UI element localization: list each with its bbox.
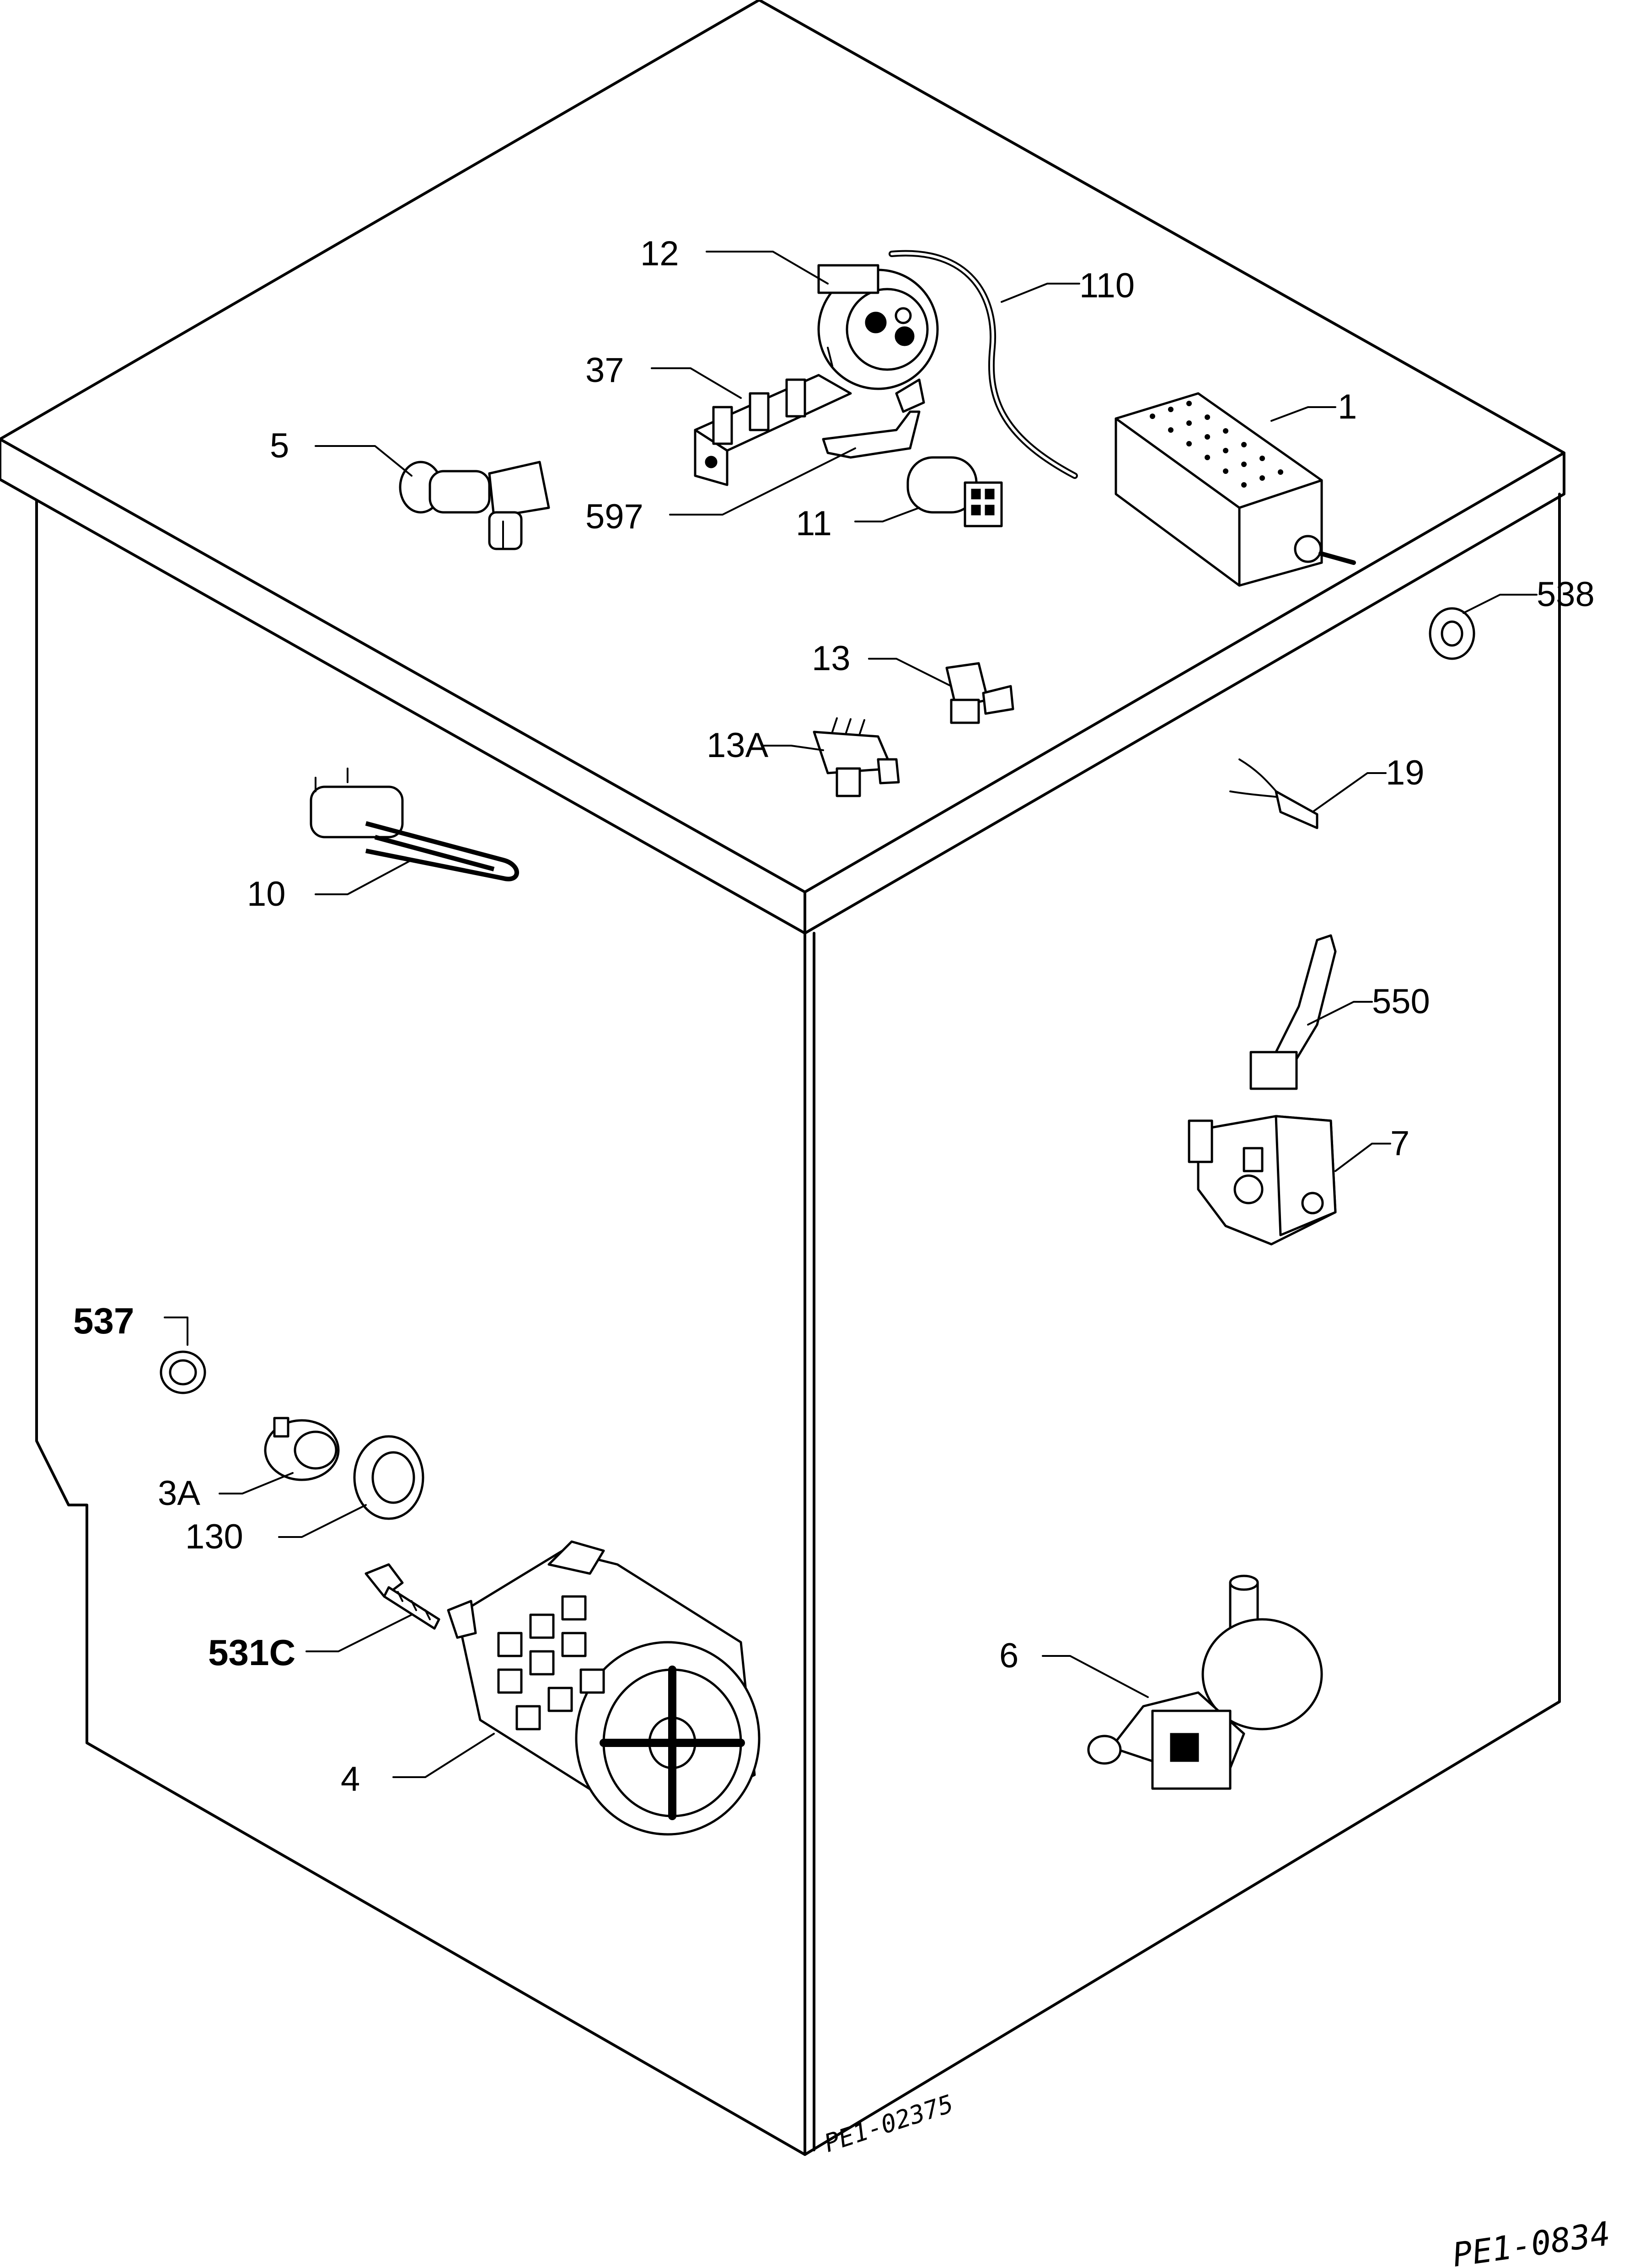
leader-6 <box>1042 1655 1149 1698</box>
leader-19 <box>1312 772 1387 813</box>
label-130: 130 <box>185 1517 243 1556</box>
leader-13a <box>763 745 824 751</box>
leader-531c <box>305 1614 413 1652</box>
label-3a: 3A <box>158 1474 200 1513</box>
terminal-block-part-37 <box>694 374 852 486</box>
bracket-part-597 <box>822 378 925 459</box>
label-37: 37 <box>585 351 624 390</box>
leader-1 <box>1270 406 1336 422</box>
sensor-part-19 <box>1229 758 1318 829</box>
drawing-code-cut: PE1-0834 <box>1450 2214 1613 2268</box>
label-13a: 13A <box>707 726 769 765</box>
pressure-switch-part-12 <box>817 264 939 390</box>
connector-part-13a <box>813 717 900 797</box>
lever-part-550 <box>1249 934 1337 1090</box>
callout-labels: 12 110 37 1 5 597 11 538 13 13A 19 10 55… <box>73 234 1595 1799</box>
leader-13 <box>868 658 952 687</box>
leader-11 <box>854 507 920 522</box>
label-10: 10 <box>247 875 286 914</box>
label-597: 597 <box>585 497 643 536</box>
label-110: 110 <box>1079 266 1135 305</box>
leader-3a <box>219 1472 294 1494</box>
leader-12 <box>706 251 829 285</box>
label-537: 537 <box>73 1301 134 1341</box>
leader-550 <box>1307 1001 1373 1026</box>
electronic-module-part-1 <box>1115 392 1356 587</box>
leader-538 <box>1463 594 1538 614</box>
drawing-code: PE1-02375 <box>821 2089 957 2158</box>
capacitor-part-11 <box>906 456 1003 527</box>
pump-part-6 <box>1087 1575 1323 1790</box>
leader-10 <box>315 859 413 895</box>
cabinet-outline <box>0 0 1565 2156</box>
label-11: 11 <box>796 504 832 543</box>
label-550: 550 <box>1372 982 1430 1021</box>
leader-37 <box>651 367 742 399</box>
plug-part-537 <box>160 1350 206 1394</box>
label-12: 12 <box>640 234 679 273</box>
leader-7 <box>1334 1143 1391 1172</box>
label-19: 19 <box>1386 753 1425 792</box>
label-6: 6 <box>999 1636 1018 1675</box>
label-538: 538 <box>1537 575 1595 614</box>
label-531c: 531C <box>208 1632 295 1673</box>
connector-part-13 <box>945 662 1014 724</box>
ring-part-130 <box>353 1435 424 1520</box>
inlet-valve-part-5 <box>399 461 550 550</box>
label-13: 13 <box>812 639 851 678</box>
bolt-part-531c <box>364 1563 440 1630</box>
leader-130 <box>278 1504 367 1538</box>
door-lock-part-7 <box>1188 1115 1337 1246</box>
label-1: 1 <box>1338 387 1357 426</box>
leader-4 <box>392 1733 495 1778</box>
leader-537 <box>164 1317 188 1346</box>
leader-597 <box>669 447 856 516</box>
leader-5 <box>315 445 413 477</box>
motor-part-4 <box>447 1540 761 1836</box>
switch-part-3a <box>264 1417 340 1481</box>
grommet-part-538 <box>1429 607 1475 660</box>
label-7: 7 <box>1390 1124 1409 1163</box>
label-5: 5 <box>270 426 289 465</box>
leader-110 <box>1001 283 1080 303</box>
heating-element-part-10 <box>310 768 519 881</box>
label-4: 4 <box>341 1760 360 1799</box>
